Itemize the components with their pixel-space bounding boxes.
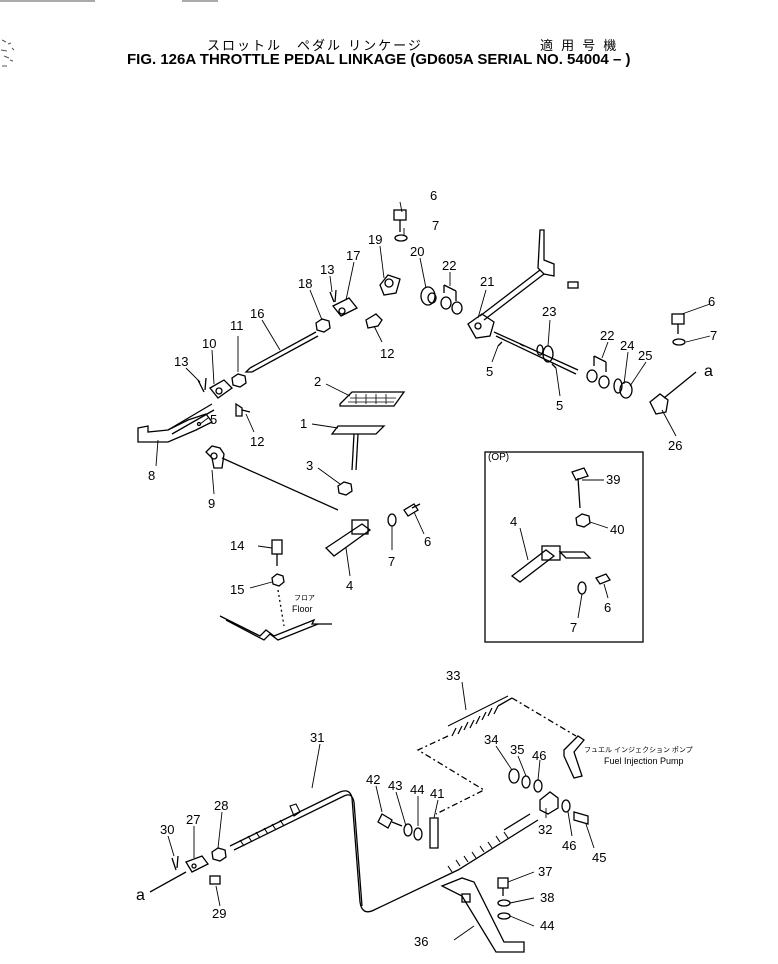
figure-title: FIG. 126A THROTTLE PEDAL LINKAGE (GD605A…: [127, 51, 631, 68]
callout-23: 23: [542, 304, 556, 319]
callout-32: 32: [538, 822, 552, 837]
callout-7a: 7: [432, 218, 439, 233]
callout-18: 18: [298, 276, 312, 291]
callout-38: 38: [540, 890, 554, 905]
lower-cable: [149, 695, 589, 953]
callout-4b: 4: [510, 514, 517, 529]
callout-30: 30: [160, 822, 174, 837]
callout-2: 2: [314, 374, 321, 389]
callout-13b: 13: [174, 354, 188, 369]
callout-22a: 22: [442, 258, 456, 273]
floor-label-jp: フロア: [294, 594, 315, 602]
callout-8: 8: [148, 468, 155, 483]
pump-label-jp: フュエル インジェクション ポンプ: [584, 746, 693, 754]
callout-9: 9: [208, 496, 215, 511]
callout-28: 28: [214, 798, 228, 813]
callout-26: 26: [668, 438, 682, 453]
callout-29: 29: [212, 906, 226, 921]
upper-linkage: [137, 209, 697, 641]
callout-11: 11: [230, 318, 244, 333]
callout-33: 33: [446, 668, 460, 683]
callout-45: 45: [592, 850, 606, 865]
callout-16: 16: [250, 306, 264, 321]
ref-a-lower: a: [136, 887, 145, 904]
callout-40: 40: [610, 522, 624, 537]
callout-10: 10: [202, 336, 216, 351]
callout-39: 39: [606, 472, 620, 487]
serial-label-japanese: 適 用 号 機: [540, 39, 619, 54]
inset-label: (OP): [488, 452, 509, 463]
callout-46b: 46: [562, 838, 576, 853]
callout-12a: 12: [380, 346, 394, 361]
leader-lines: [155, 201, 711, 941]
callout-6a: 6: [430, 188, 437, 203]
pump-label: Fuel Injection Pump: [604, 756, 684, 766]
callout-5b: 5: [486, 364, 493, 379]
callout-15: 15: [230, 582, 244, 597]
callout-numbers: 6 7 19 20 22 17 13 18 16 11 10 13 12 12 …: [148, 188, 717, 949]
callout-7d: 7: [570, 620, 577, 635]
callout-5a: 5: [210, 412, 217, 427]
callout-41: 41: [430, 786, 444, 801]
callout-14: 14: [230, 538, 244, 553]
callout-25: 25: [638, 348, 652, 363]
callout-27: 27: [186, 812, 200, 827]
callout-42: 42: [366, 772, 380, 787]
ref-a-upper: a: [704, 363, 713, 380]
callout-34: 34: [484, 732, 498, 747]
callout-44b: 44: [540, 918, 554, 933]
callout-46a: 46: [532, 748, 546, 763]
callout-31: 31: [310, 730, 324, 745]
callout-7c: 7: [388, 554, 395, 569]
callout-20: 20: [410, 244, 424, 259]
callout-43: 43: [388, 778, 402, 793]
callout-17: 17: [346, 248, 360, 263]
callout-36: 36: [414, 934, 428, 949]
callout-6c: 6: [424, 534, 431, 549]
optional-inset: (OP): [484, 451, 644, 643]
callout-3: 3: [306, 458, 313, 473]
callout-19: 19: [368, 232, 382, 247]
callout-5c: 5: [556, 398, 563, 413]
callout-37: 37: [538, 864, 552, 879]
callout-6b: 6: [708, 294, 715, 309]
title-japanese: スロットル ペダル リンケージ: [207, 39, 423, 54]
callout-22b: 22: [600, 328, 614, 343]
callout-12b: 12: [250, 434, 264, 449]
floor-label: Floor: [292, 604, 313, 614]
callout-44a: 44: [410, 782, 424, 797]
callout-7b: 7: [710, 328, 717, 343]
scan-noise: [0, 0, 218, 67]
callout-13a: 13: [320, 262, 334, 277]
callout-1: 1: [300, 416, 307, 431]
annotations: a a フロア Floor フュエル インジェクション ポンプ Fuel Inj…: [136, 363, 713, 904]
callout-35: 35: [510, 742, 524, 757]
callout-6d: 6: [604, 600, 611, 615]
callout-4a: 4: [346, 578, 353, 593]
callout-21: 21: [480, 274, 494, 289]
callout-24: 24: [620, 338, 634, 353]
